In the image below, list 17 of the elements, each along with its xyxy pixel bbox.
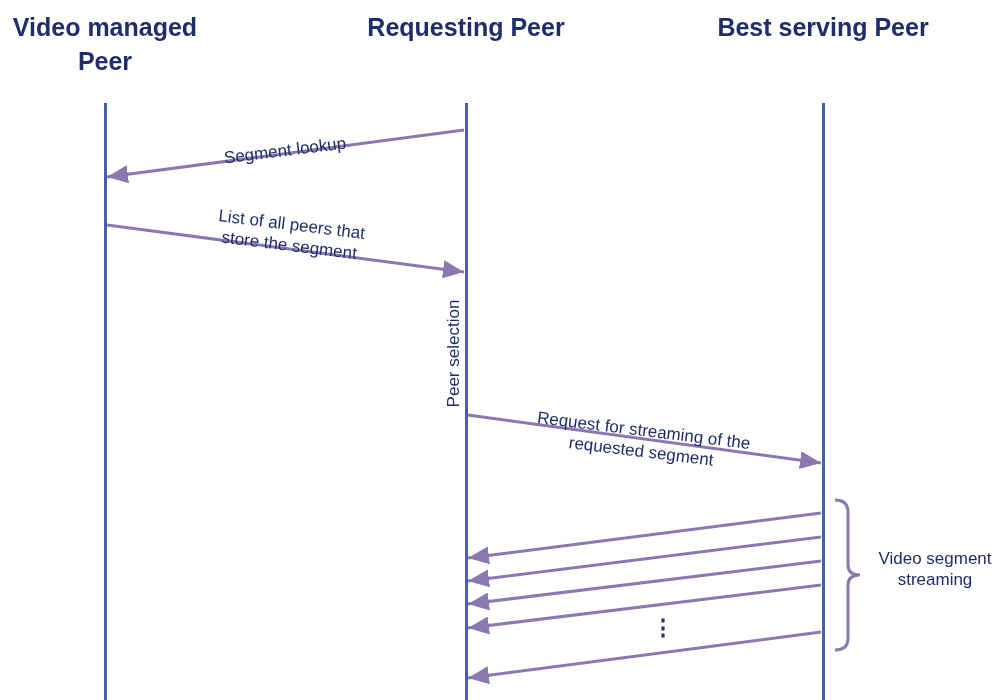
message-arrow [467,413,822,470]
message-arrow [106,128,465,184]
lifeline-header: Best serving Peer [716,12,930,43]
message-arrow [467,535,822,588]
annotation-text: Video segment streaming [877,548,993,590]
edge-label: Request for streaming of the requested segment [535,407,753,472]
message-arrow [467,583,822,635]
lifeline-header: Requesting Peer [366,12,566,43]
message-arrow [467,630,822,685]
edge-label: Segment lookup [221,132,349,170]
message-arrow [467,511,822,565]
annotation-text: Peer selection [442,298,464,409]
ellipsis-mark: ⋮ [652,617,672,638]
message-arrow [467,559,822,611]
message-arrow [106,223,465,279]
lifeline-header: Video managed Peer [11,12,199,77]
edge-label: List of all peers that store the segment [216,205,368,266]
